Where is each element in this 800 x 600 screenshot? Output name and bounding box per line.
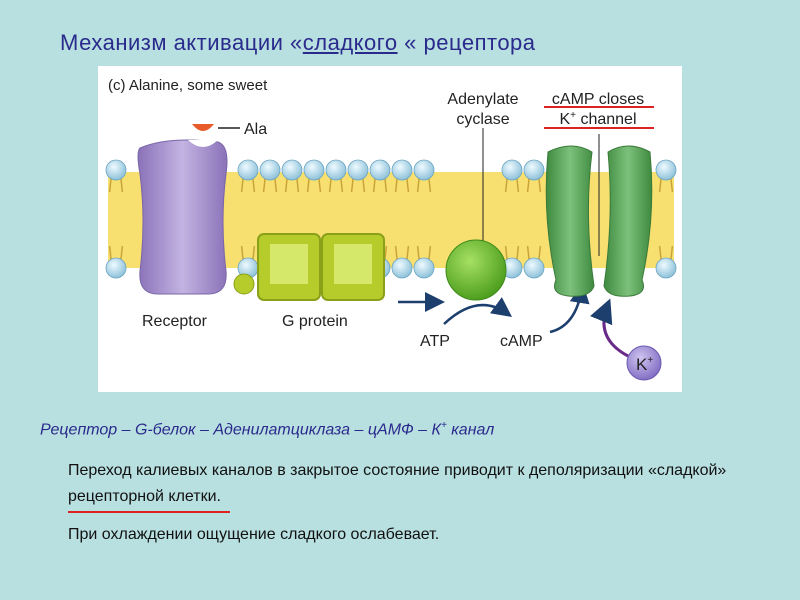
chain-suffix: канал [447,421,494,438]
lipid-head [414,160,434,180]
panel-label: (c) Alanine, some sweet [108,77,268,94]
receptor-label: Receptor [142,313,208,330]
lipid-head [414,258,434,278]
g-protein-subunit-1-highlight [270,244,308,284]
lipid-head [260,160,280,180]
lipid-head [106,258,126,278]
membrane-diagram-svg: (c) Alanine, some sweet Ala Adenylate cy… [98,66,682,392]
lipid-head [348,160,368,180]
ala-label: Ala [244,121,267,138]
camp-label: cAMP [500,333,543,350]
lipid-head [656,160,676,180]
lipid-head [392,160,412,180]
adenylate-cyclase-enzyme [446,240,506,300]
lipid-head [238,160,258,180]
atp-label: ATP [420,333,450,350]
chain-text: Рецептор – G-белок – Аденилатциклаза – ц… [40,421,441,438]
paragraph-cooling: При охлаждении ощущение сладкого ослабев… [68,522,439,548]
lipid-head [524,258,544,278]
title-underlined-word: сладкого [303,30,398,55]
title-suffix: « рецептора [398,30,536,55]
receptor-diagram: (c) Alanine, some sweet Ala Adenylate cy… [98,66,682,392]
k-channel-right-subunit [604,146,652,296]
g-protein-subunit-2-highlight [334,244,372,284]
adenylate-label-line1: Adenylate [447,91,518,108]
k-ion-blocked-arrow [604,304,628,356]
title-prefix: Механизм активации « [60,30,303,55]
lipid-head [370,160,390,180]
lipid-head [656,258,676,278]
paragraph-depolarization: Переход калиевых каналов в закрытое сост… [68,458,748,510]
lipid-head [392,258,412,278]
k-channel-label: K+ channel [559,110,636,128]
lipid-head [106,160,126,180]
alanine-ligand-icon [192,124,214,131]
lipid-head [304,160,324,180]
lipid-head [502,160,522,180]
camp-closes-label: cAMP closes [552,91,644,108]
atp-to-camp-arrow [444,305,508,324]
lipid-head [282,160,302,180]
lipid-head [326,160,346,180]
g-protein-label: G protein [282,313,348,330]
red-underline-paragraph [68,511,230,513]
signaling-chain: Рецептор – G-белок – Аденилатциклаза – ц… [40,420,494,439]
receptor-protein [138,140,227,294]
page-title: Механизм активации «сладкого « рецептора [60,30,536,56]
g-protein-gamma-subunit [234,274,254,294]
k-channel-left-subunit [546,146,594,296]
adenylate-label-line2: cyclase [456,111,509,128]
lipid-head [524,160,544,180]
